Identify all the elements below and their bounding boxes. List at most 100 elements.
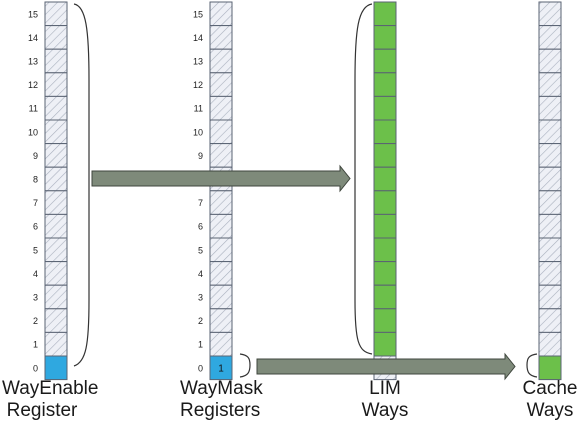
wayenable-cell-14 — [44, 25, 68, 50]
wayenable-cell-2 — [44, 308, 68, 333]
cache-cell-6 — [538, 143, 562, 168]
waymask-row-number: 0 — [198, 363, 203, 373]
lim-cell-2 — [373, 48, 397, 74]
waymask-cell-1 — [209, 331, 233, 357]
waymask-cell-4 — [209, 261, 233, 286]
waymask-row-number: 2 — [198, 316, 203, 326]
lim-label-line1: LIM — [369, 378, 401, 399]
wayenable-row-number: 14 — [28, 33, 38, 43]
wayenable-row-number: 3 — [33, 293, 38, 303]
wayenable-row-number: 1 — [33, 340, 38, 350]
waymask-cell-12 — [209, 72, 233, 97]
cache-way0-brace — [526, 353, 538, 378]
wayenable-cell-1 — [44, 331, 68, 357]
lim-cell-5 — [373, 119, 397, 145]
lim-cell-4 — [373, 95, 397, 121]
waymask-row-number: 11 — [194, 104, 203, 114]
wayenable-row-number: 5 — [33, 245, 38, 255]
cache-cell-1 — [538, 25, 562, 50]
waymask-row-number: 9 — [198, 151, 203, 161]
waymask-cell-3 — [209, 284, 233, 310]
wayenable-row-number: 7 — [33, 198, 38, 208]
cache-cell-2 — [538, 48, 562, 74]
cache-cell-5 — [538, 119, 562, 145]
waymask-cell-7 — [209, 190, 233, 215]
waymask-row-number: 10 — [193, 127, 203, 137]
wayenable-cell-4 — [44, 261, 68, 286]
cache-cell-4 — [538, 95, 562, 121]
wayenable-row-number: 4 — [33, 269, 38, 279]
waymask-cell-5 — [209, 237, 233, 263]
lim-label: LIM Ways — [345, 378, 425, 422]
enable-to-lim-arrow — [91, 164, 351, 193]
waymask-label: WayMask Registers — [180, 378, 263, 422]
waymask-row-number: 1 — [198, 340, 203, 350]
waymask-bit0-brace — [239, 353, 251, 378]
wayenable-cell-8 — [44, 166, 68, 192]
waymask-cell-14 — [209, 25, 233, 50]
lim-cell-1 — [373, 25, 397, 50]
lim-cell-13 — [373, 308, 397, 333]
wayenable-row-number: 9 — [33, 151, 38, 161]
cache-cell-15 — [538, 355, 562, 381]
wayenable-row-number: 15 — [28, 9, 38, 19]
cache-cell-8 — [538, 190, 562, 215]
waymask-row-number: 7 — [198, 198, 203, 208]
lim-cell-0 — [373, 1, 397, 27]
wayenable-cell-13 — [44, 48, 68, 74]
wayenable-cell-12 — [44, 72, 68, 97]
wayenable-row-number: 10 — [28, 127, 38, 137]
wayenable-brace — [73, 3, 90, 367]
lim-label-line2: Ways — [361, 400, 409, 421]
wayenable-label-line1: WayEnable — [2, 378, 99, 399]
cache-label: Cache Ways — [515, 378, 585, 422]
lim-cell-12 — [373, 284, 397, 310]
waymask-cell-2 — [209, 308, 233, 333]
cache-cell-11 — [538, 261, 562, 286]
wayenable-cell-5 — [44, 237, 68, 263]
waymask-cell-13 — [209, 48, 233, 74]
waymask-row-number: 14 — [193, 33, 203, 43]
wayenable-row-number: 8 — [33, 175, 38, 185]
waymask-cell-15 — [209, 1, 233, 27]
waymask-row-number: 3 — [198, 293, 203, 303]
waymask-cell-11 — [209, 95, 233, 121]
cache-cell-3 — [538, 72, 562, 97]
waymask-row-number: 15 — [193, 9, 203, 19]
cache-cell-9 — [538, 213, 562, 239]
waymask-cell-value: 1 — [218, 363, 224, 374]
wayenable-cell-9 — [44, 143, 68, 168]
waymask-row-number: 13 — [193, 57, 203, 67]
waymask-row-number: 12 — [193, 80, 203, 90]
wayenable-cell-0 — [44, 355, 68, 381]
lim-ways-brace — [354, 3, 373, 355]
wayenable-row-number: 6 — [33, 222, 38, 232]
cache-label-line1: Cache — [522, 378, 578, 399]
cache-cell-12 — [538, 284, 562, 310]
lim-cell-7 — [373, 166, 397, 192]
wayenable-cell-15 — [44, 1, 68, 27]
waymask-row-number: 5 — [198, 245, 203, 255]
waymask-label-line1: WayMask — [180, 378, 263, 399]
waymask-cell-0 — [209, 355, 233, 381]
wayenable-row-number: 0 — [33, 363, 38, 373]
lim-cell-9 — [373, 213, 397, 239]
cache-label-line2: Ways — [526, 400, 574, 421]
wayenable-row-number: 12 — [28, 80, 38, 90]
waymask-label-line2: Registers — [180, 400, 261, 421]
lim-cell-6 — [373, 143, 397, 168]
wayenable-cell-7 — [44, 190, 68, 215]
wayenable-row-number: 11 — [29, 104, 38, 114]
wayenable-cell-11 — [44, 95, 68, 121]
cache-cell-14 — [538, 331, 562, 357]
cache-cell-10 — [538, 237, 562, 263]
wayenable-cell-3 — [44, 284, 68, 310]
waymask-row-number: 4 — [198, 269, 203, 279]
cache-cell-7 — [538, 166, 562, 192]
cache-cell-0 — [538, 1, 562, 27]
lim-cell-8 — [373, 190, 397, 215]
wayenable-label: WayEnable Register — [2, 378, 99, 422]
cache-cell-13 — [538, 308, 562, 333]
